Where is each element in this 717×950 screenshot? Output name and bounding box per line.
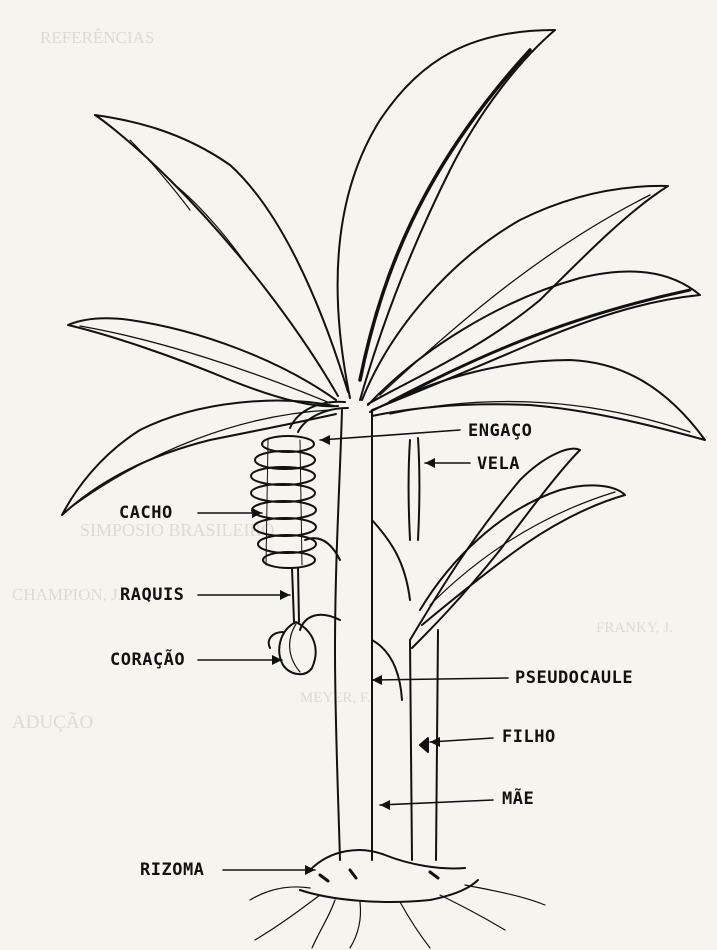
label-pseudocaule: PSEUDOCAULE	[515, 668, 633, 688]
label-filho: FILHO	[502, 727, 556, 747]
leaf	[62, 401, 336, 515]
bunch-cacho	[251, 436, 316, 568]
pointer-lines	[198, 430, 508, 870]
leaf	[370, 360, 705, 440]
pseudostem-mother	[300, 410, 410, 860]
leaf	[338, 30, 555, 400]
label-engaco: ENGAÇO	[468, 421, 532, 441]
leaf	[95, 115, 348, 396]
sucker-filho	[410, 630, 438, 860]
label-mae: MÃE	[502, 789, 534, 809]
label-rizoma: RIZOMA	[140, 860, 204, 880]
shoot-vela	[409, 438, 420, 540]
leaf	[410, 449, 625, 648]
label-raquis: RAQUIS	[120, 585, 184, 605]
label-cacho: CACHO	[119, 503, 173, 523]
rhizome	[300, 850, 478, 902]
male-bud-heart	[269, 622, 316, 674]
label-coracao: CORAÇÃO	[110, 650, 185, 670]
rachis	[292, 568, 299, 622]
roots	[250, 885, 545, 948]
label-vela: VELA	[477, 454, 520, 474]
